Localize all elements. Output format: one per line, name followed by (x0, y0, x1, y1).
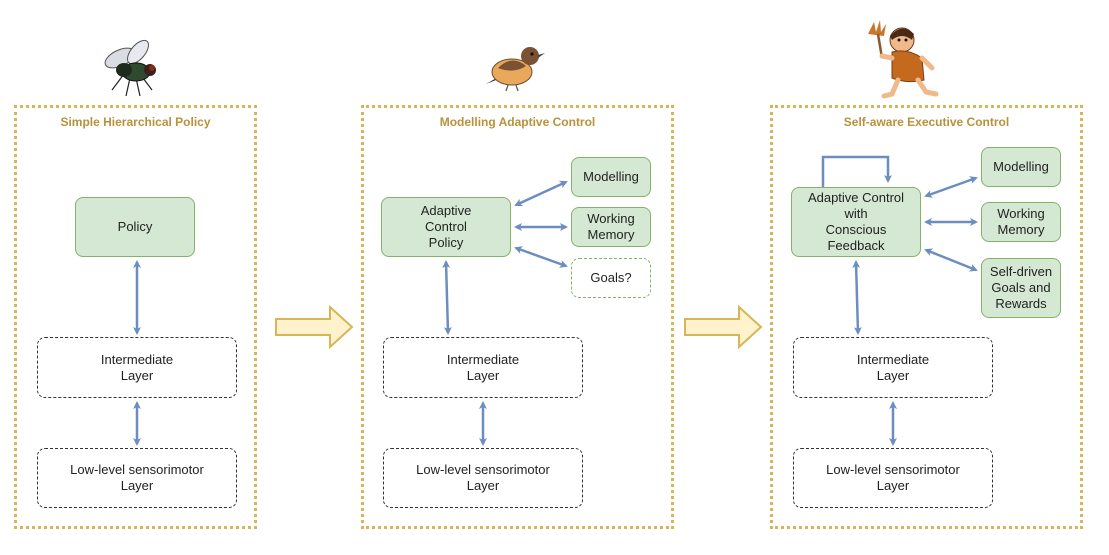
policy-modelling-arrow (924, 176, 978, 198)
working-memory-box: Working Memory (571, 207, 651, 247)
policy-goals-arrow (514, 246, 568, 268)
policy-intermediate-arrow (852, 260, 862, 335)
intermediate-layer-box: Intermediate Layer (793, 337, 993, 398)
low-level-sensorimotor-layer-box: Low-level sensorimotor Layer (793, 448, 993, 508)
conscious-feedback-loop-arrow (821, 155, 892, 187)
low-level-sensorimotor-layer-box: Low-level sensorimotor Layer (383, 448, 583, 508)
fly-icon (104, 39, 156, 97)
transition-arrow-2 (684, 304, 763, 350)
panel-simple-hierarchical-policy: Simple Hierarchical Policy (14, 105, 257, 529)
intermediate-layer-box: Intermediate Layer (383, 337, 583, 398)
goals-box: Goals? (571, 258, 651, 298)
panel-title: Simple Hierarchical Policy (60, 115, 211, 129)
policy-modelling-arrow (514, 180, 568, 207)
low-level-sensorimotor-layer-box: Low-level sensorimotor Layer (37, 448, 237, 508)
modelling-box: Modelling (571, 157, 651, 197)
intermediate-layer-box: Intermediate Layer (37, 337, 237, 398)
policy-box: Policy (75, 197, 195, 257)
panel-modelling-adaptive-control: Modelling Adaptive Control (361, 105, 674, 529)
policy-goals-arrow (924, 248, 978, 272)
working-memory-box: Working Memory (981, 202, 1061, 242)
adaptive-control-conscious-feedback-box: Adaptive Control with Conscious Feedback (791, 187, 921, 257)
adaptive-control-policy-box: Adaptive Control Policy (381, 197, 511, 257)
panel-self-aware-executive-control: Self-aware Executive Control (770, 105, 1083, 529)
self-driven-goals-box: Self-driven Goals and Rewards (981, 258, 1061, 318)
panel-title: Self-aware Executive Control (843, 115, 1010, 129)
bird-icon (486, 47, 545, 92)
transition-arrow-1 (275, 304, 354, 350)
policy-intermediate-arrow (442, 260, 452, 335)
modelling-box: Modelling (981, 147, 1061, 187)
panel-title: Modelling Adaptive Control (439, 115, 596, 129)
caveman-icon (868, 20, 939, 99)
